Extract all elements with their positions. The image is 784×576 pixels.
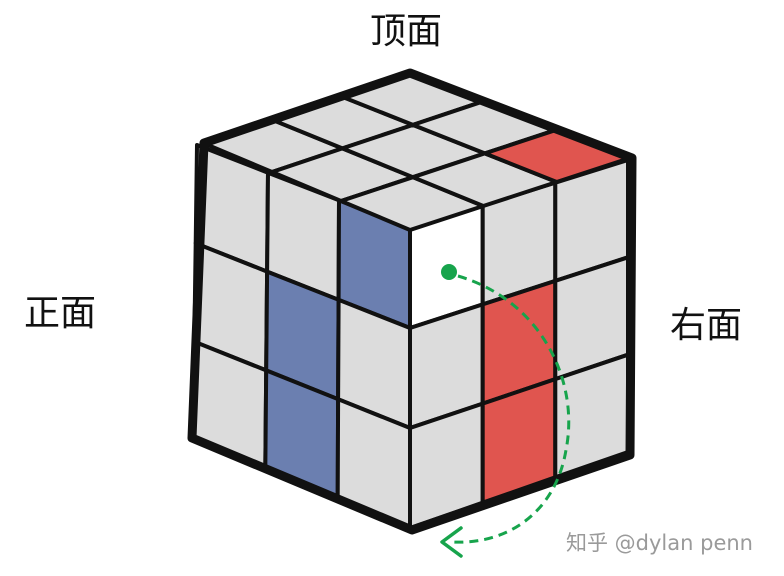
right-face-label: 右面 xyxy=(670,305,743,346)
front-face-label: 正面 xyxy=(24,293,97,334)
arrow-start-dot xyxy=(441,264,457,280)
dashed-curved-arrow-icon xyxy=(440,264,571,558)
arrow-path xyxy=(451,274,571,544)
watermark: 知乎 @dylan penn xyxy=(566,531,753,555)
cube-stickers xyxy=(191,71,632,530)
cube-outline xyxy=(187,68,637,535)
arrow-head xyxy=(440,526,463,558)
top-face-label: 顶面 xyxy=(370,11,443,52)
